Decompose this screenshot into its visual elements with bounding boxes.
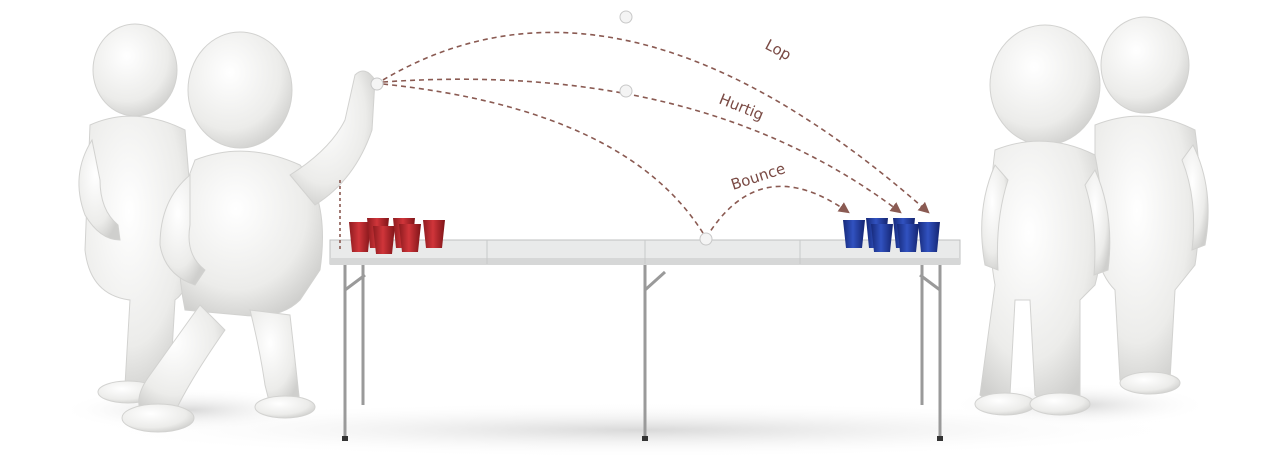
ball-in-hand bbox=[370, 77, 384, 91]
red-cup bbox=[373, 226, 395, 254]
red-cup bbox=[423, 220, 445, 248]
ball-hurtig bbox=[619, 84, 633, 98]
table-legs bbox=[343, 265, 942, 440]
trajectory-bounce-up bbox=[705, 185, 850, 239]
blue-cups bbox=[843, 218, 940, 252]
ball-lop-apex bbox=[619, 10, 633, 24]
blue-cup bbox=[871, 224, 893, 252]
floor-shadow bbox=[80, 402, 1200, 458]
blue-cup bbox=[843, 220, 865, 248]
trajectory-bounce-down bbox=[382, 83, 707, 239]
red-cup bbox=[399, 224, 421, 252]
red-cups bbox=[349, 218, 445, 254]
figure-back-right bbox=[1094, 16, 1209, 395]
ball-bounce bbox=[699, 232, 713, 246]
blue-cup bbox=[897, 224, 919, 252]
label-bounce: Bounce bbox=[729, 159, 788, 193]
figure-thrower bbox=[121, 31, 376, 433]
figure-front-right bbox=[974, 24, 1111, 416]
blue-cup bbox=[918, 222, 940, 252]
label-lop: Lop bbox=[762, 36, 794, 64]
red-cup bbox=[349, 222, 371, 252]
trajectory-lop bbox=[382, 31, 930, 214]
trajectory-hurtig bbox=[382, 78, 902, 214]
